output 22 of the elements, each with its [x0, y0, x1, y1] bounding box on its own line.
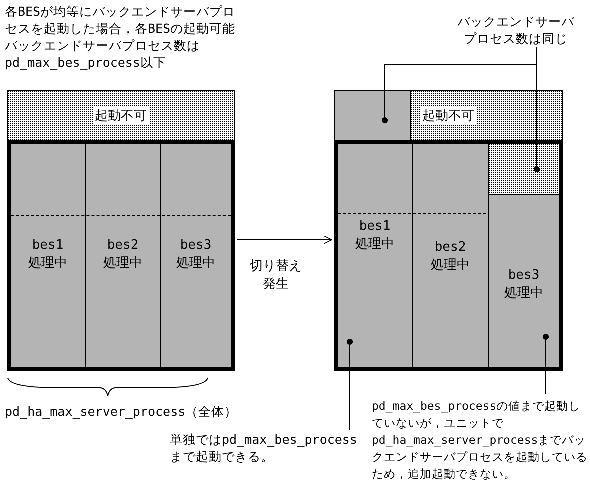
description-text: 各BESが均等にバックエンドサーバプロセスを起動した場合，各BESの起動可能バックエンドサーバプロセス数はpd_max_bes_process以下: [5, 3, 237, 71]
blocked-band: [7, 90, 235, 141]
blocked-band: [410, 90, 563, 141]
blocked-cell: [489, 144, 559, 195]
process-label: bes1 処理中: [354, 218, 396, 254]
process-label: bes2 処理中: [430, 239, 471, 275]
arrow: [236, 236, 332, 244]
band-label: 起動不可: [420, 106, 476, 124]
leader-line: [346, 338, 354, 430]
callout-text: 単独ではpd_max_bes_processまで起動できる。: [170, 431, 358, 465]
process-label: bes1 処理中: [28, 237, 68, 273]
process-label: bes3 処理中: [504, 267, 544, 303]
process-label: bes2 処理中: [102, 237, 144, 273]
leader-line: [542, 334, 550, 394]
band-label: 起動不可: [93, 106, 149, 124]
process-label: bes3 処理中: [176, 237, 216, 273]
callout-text: バックエンドサーバプロセス数は同じ: [455, 13, 577, 47]
server-box: [334, 140, 563, 371]
callout-text: pd_max_bes_processの値まで起動していないが，ユニットでpd_ha_max_server_processまでバックエンドサーバプロセスを起動しているため，追加起動できない。: [372, 398, 588, 483]
server-box: [7, 140, 235, 371]
total-label: pd_ha_max_server_process（全体）: [5, 403, 239, 420]
process-cell: [334, 90, 411, 141]
